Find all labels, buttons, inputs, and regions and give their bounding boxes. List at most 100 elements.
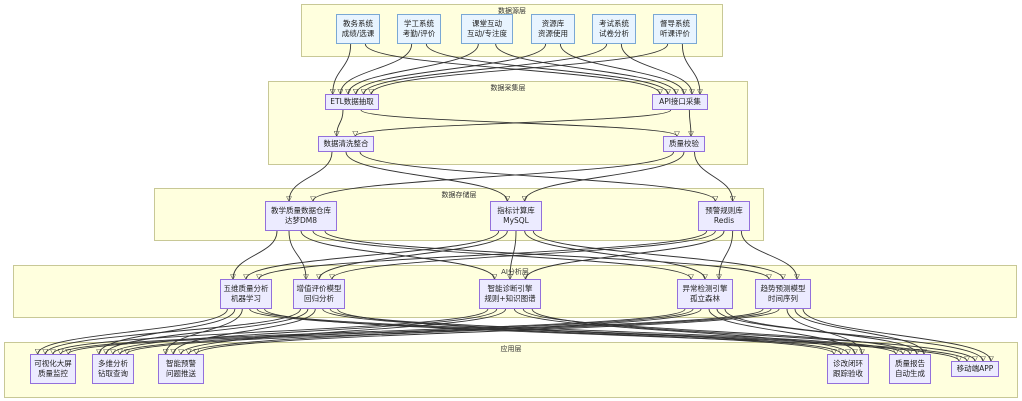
edge-idx-to-value bbox=[319, 230, 508, 279]
node-title: 可视化大屏 bbox=[34, 359, 72, 368]
node-title: 趋势预测模型 bbox=[760, 284, 806, 293]
node-smart-warning: 智能预警 问题推送 bbox=[158, 354, 204, 384]
node-title: 异常检测引擎 bbox=[682, 284, 728, 293]
edge-trend-to-a4 bbox=[786, 308, 862, 354]
node-subtitle: 听课评价 bbox=[660, 29, 690, 38]
layer-storage-title: 数据存储层 bbox=[441, 191, 477, 199]
node-subtitle: 自动生成 bbox=[895, 369, 925, 378]
edge-trend-to-a5 bbox=[794, 308, 924, 354]
edge-dw-to-value bbox=[288, 230, 306, 279]
edge-trend-to-a3 bbox=[196, 308, 780, 354]
node-diagnosis-engine: 智能诊断引擎 规则+知识图谱 bbox=[479, 279, 541, 309]
edge-dw-to-trend bbox=[324, 230, 769, 279]
node-title: 指标计算库 bbox=[497, 206, 535, 215]
layer-app-title: 应用层 bbox=[500, 345, 522, 353]
node-five-dimension-analysis: 五维质量分析 机器学习 bbox=[220, 279, 272, 309]
edge-s3-to-api bbox=[495, 43, 676, 94]
node-subtitle: 时间序列 bbox=[768, 294, 798, 303]
edge-clean-to-dw bbox=[289, 151, 333, 201]
edge-clean-to-idx bbox=[345, 151, 507, 201]
node-title: 质量校验 bbox=[669, 139, 699, 148]
edge-trend-to-a1 bbox=[68, 308, 764, 354]
node-subtitle: 互动/专注度 bbox=[466, 29, 508, 38]
edge-diag-to-a5 bbox=[522, 308, 910, 354]
node-quality-check: 质量校验 bbox=[663, 136, 705, 152]
node-subtitle: 试卷分析 bbox=[599, 29, 629, 38]
edge-dw-to-diag bbox=[300, 230, 495, 279]
edge-trend-to-a6 bbox=[802, 308, 991, 361]
edge-check-to-dw bbox=[313, 151, 674, 201]
node-multidim-analysis: 多维分析 钻取查询 bbox=[92, 354, 134, 384]
edge-diag-to-a3 bbox=[181, 308, 507, 354]
edge-s6-to-etl bbox=[371, 43, 669, 94]
edge-value-to-a3 bbox=[173, 308, 316, 354]
edge-value-to-a4 bbox=[322, 308, 841, 354]
edge-trend-to-a2 bbox=[127, 308, 772, 354]
edge-diag-to-a6 bbox=[531, 308, 975, 361]
node-title: 质量报告 bbox=[895, 359, 925, 368]
layer-collect-title: 数据采集层 bbox=[490, 84, 526, 92]
node-indicator-db: 指标计算库 MySQL bbox=[490, 201, 542, 231]
node-student-affairs-system: 学工系统 考勤/评价 bbox=[397, 14, 441, 44]
edge-idx-to-diag bbox=[510, 230, 517, 279]
node-title: ETL数据抽取 bbox=[330, 97, 374, 106]
edge-idx-to-anom bbox=[524, 230, 705, 279]
edge-s5-to-etl bbox=[364, 43, 608, 94]
node-subtitle: 跟踪验收 bbox=[833, 369, 863, 378]
node-title: 移动端APP bbox=[956, 364, 994, 373]
node-title: 学工系统 bbox=[404, 19, 434, 28]
node-subtitle: 机器学习 bbox=[231, 294, 261, 303]
edge-five-to-a2 bbox=[99, 308, 236, 354]
node-data-cleaning: 数据清洗整合 bbox=[318, 136, 374, 152]
node-visual-dashboard: 可视化大屏 质量监控 bbox=[30, 354, 76, 384]
node-supervision-system: 督导系统 听课评价 bbox=[653, 14, 697, 44]
edge-s6-to-api bbox=[681, 43, 700, 94]
node-title: 增值评价模型 bbox=[296, 284, 342, 293]
edge-diag-to-a2 bbox=[113, 308, 498, 354]
edge-diag-to-a4 bbox=[513, 308, 848, 354]
node-title: 多维分析 bbox=[98, 359, 128, 368]
edge-etl-to-clean bbox=[337, 109, 344, 136]
edge-anom-to-a1 bbox=[61, 308, 686, 354]
edge-warn-to-diag bbox=[526, 230, 725, 279]
edge-api-to-clean bbox=[355, 109, 672, 136]
node-data-warehouse: 教学质量数据仓库 达梦DM8 bbox=[265, 201, 337, 231]
node-classroom-interaction: 课堂互动 互动/专注度 bbox=[461, 14, 513, 44]
node-exam-system: 考试系统 试卷分析 bbox=[592, 14, 636, 44]
edge-check-to-idx bbox=[525, 151, 685, 201]
edge-five-to-a4 bbox=[249, 308, 834, 354]
node-title: 课堂互动 bbox=[472, 19, 502, 28]
node-subtitle: MySQL bbox=[503, 216, 529, 225]
edge-s3-to-etl bbox=[348, 43, 479, 94]
node-subtitle: 达梦DM8 bbox=[284, 216, 318, 225]
node-subtitle: 孤立森林 bbox=[690, 294, 720, 303]
node-anomaly-detection: 异常检测引擎 孤立森林 bbox=[677, 279, 733, 309]
node-quality-report: 质量报告 自动生成 bbox=[889, 354, 931, 384]
edge-anom-to-a6 bbox=[724, 308, 983, 361]
edge-api-to-check bbox=[689, 109, 691, 136]
node-title: 预警规则库 bbox=[705, 206, 743, 215]
edge-warn-to-value bbox=[332, 230, 716, 279]
edge-five-to-a6 bbox=[264, 308, 959, 361]
edge-s2-to-api bbox=[425, 43, 668, 94]
edge-idx-to-trend bbox=[532, 230, 783, 279]
node-subtitle: 质量监控 bbox=[38, 369, 68, 378]
node-subtitle: 回归分析 bbox=[304, 294, 334, 303]
edge-idx-to-five bbox=[246, 230, 500, 279]
node-warning-rules-db: 预警规则库 Redis bbox=[698, 201, 750, 231]
node-diagnosis-loop: 诊改闭环 跟踪验收 bbox=[827, 354, 869, 384]
node-title: 考试系统 bbox=[599, 19, 629, 28]
edge-warn-to-trend bbox=[740, 230, 797, 279]
node-title: 五维质量分析 bbox=[223, 284, 269, 293]
node-title: 督导系统 bbox=[660, 19, 690, 28]
node-value-added-model: 增值评价模型 回归分析 bbox=[293, 279, 345, 309]
node-title: 资源库 bbox=[541, 19, 565, 28]
node-title: API接口采集 bbox=[659, 97, 701, 106]
node-mobile-app: 移动端APP bbox=[951, 361, 999, 377]
edge-s1-to-etl bbox=[333, 43, 352, 94]
node-subtitle: 资源使用 bbox=[538, 29, 568, 38]
edge-value-to-a6 bbox=[337, 308, 967, 361]
edge-five-to-a1 bbox=[38, 308, 228, 354]
node-title: 教务系统 bbox=[343, 19, 373, 28]
